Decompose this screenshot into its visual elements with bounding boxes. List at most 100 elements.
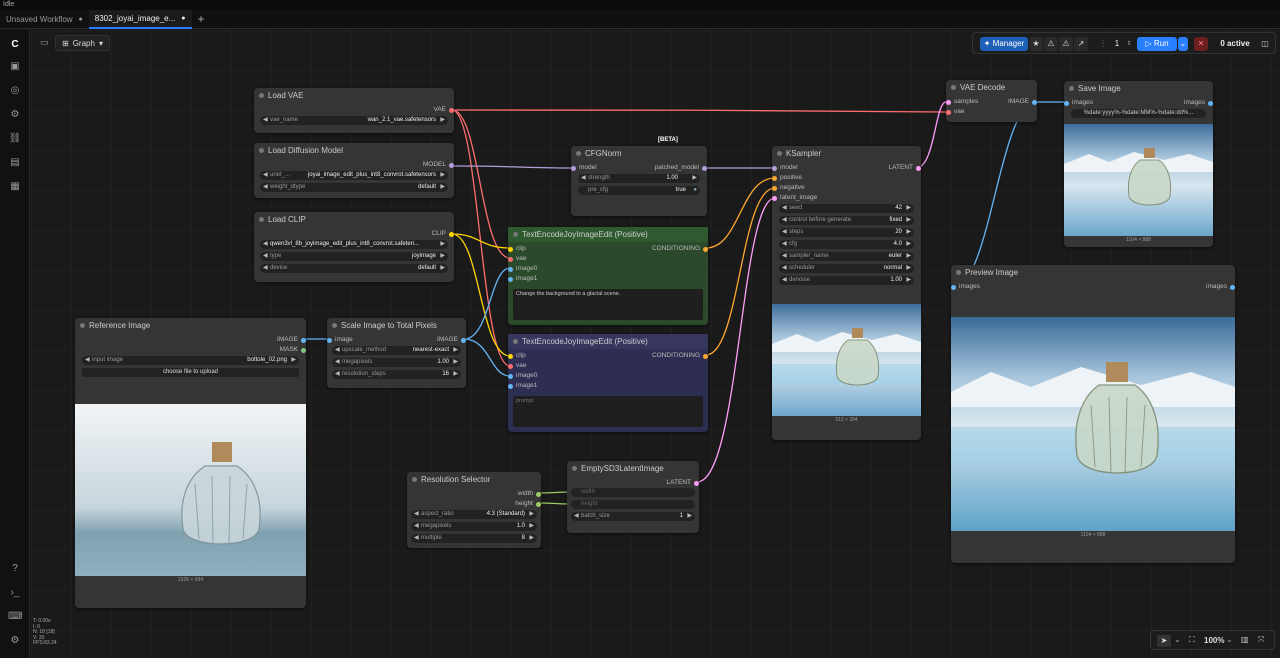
input-image0[interactable]: image0 bbox=[508, 372, 537, 380]
output-image[interactable]: IMAGE bbox=[437, 336, 466, 344]
node-title[interactable]: Preview Image bbox=[951, 265, 1235, 280]
node-text-encode-second[interactable]: TextEncodeJoyImageEdit (Positive) clip v… bbox=[508, 334, 708, 432]
output-latent[interactable]: LATENT bbox=[889, 164, 921, 172]
output-mask[interactable]: MASK bbox=[280, 346, 306, 354]
minimap-icon[interactable]: ▥ bbox=[1241, 635, 1249, 644]
node-title[interactable]: KSampler bbox=[772, 146, 921, 161]
drag-handle-icon[interactable]: ⋮ bbox=[1099, 39, 1107, 48]
panel-toggle-icon[interactable]: ◫ bbox=[1261, 39, 1269, 48]
input-image1[interactable]: image1 bbox=[508, 275, 537, 283]
output-images[interactable]: images bbox=[1184, 99, 1213, 107]
run-button[interactable]: ▷ Run bbox=[1137, 37, 1177, 51]
images-icon[interactable]: ▣ bbox=[10, 61, 20, 72]
unet-name-select[interactable]: ◀unet_...joyai_image_edit_plus_int8_conv… bbox=[260, 171, 448, 180]
input-images[interactable]: images bbox=[951, 283, 980, 291]
height-input[interactable]: height bbox=[571, 500, 695, 509]
clip-name-select[interactable]: ◀qwen3vl_8b_joyimage_edit_plus_int8_conv… bbox=[260, 240, 448, 249]
zoom-level[interactable]: 100% bbox=[1204, 636, 1225, 645]
bug-icon[interactable]: ⚠ bbox=[1044, 37, 1058, 51]
output-latent[interactable]: LATENT bbox=[667, 479, 699, 487]
node-scale-image[interactable]: Scale Image to Total Pixels image IMAGE … bbox=[327, 318, 466, 388]
select-tool-icon[interactable]: ➤ bbox=[1157, 635, 1171, 647]
input-image0[interactable]: image0 bbox=[508, 265, 537, 273]
input-samples[interactable]: samples bbox=[946, 98, 978, 106]
input-positive[interactable]: positive bbox=[772, 174, 802, 182]
node-title[interactable]: TextEncodeJoyImageEdit (Positive) bbox=[508, 334, 708, 349]
input-model[interactable]: model bbox=[571, 164, 597, 172]
tab-unsaved-workflow[interactable]: Unsaved Workflow● bbox=[0, 10, 89, 29]
output-conditioning[interactable]: CONDITIONING bbox=[652, 352, 708, 360]
input-image1[interactable]: image1 bbox=[508, 382, 537, 390]
chevron-down-icon[interactable]: ⌄ bbox=[1174, 635, 1181, 644]
node-preview-image[interactable]: Preview Image images images 1104 × 888 bbox=[951, 265, 1235, 563]
node-title[interactable]: Load VAE bbox=[254, 88, 454, 103]
run-options-icon[interactable]: ⌄ bbox=[1178, 37, 1188, 51]
node-title[interactable]: Scale Image to Total Pixels bbox=[327, 318, 466, 333]
input-vae[interactable]: vae bbox=[508, 255, 526, 263]
output-clip[interactable]: CLIP bbox=[432, 230, 454, 238]
output-images[interactable]: images bbox=[1206, 283, 1235, 291]
fit-view-icon[interactable]: ⛶ bbox=[1189, 635, 1195, 644]
node-load-clip[interactable]: Load CLIP CLIP ◀qwen3vl_8b_joyimage_edit… bbox=[254, 212, 454, 282]
alert-icon[interactable]: ⚠ bbox=[1059, 37, 1073, 51]
input-model[interactable]: model bbox=[772, 164, 798, 172]
toggle-panel-icon[interactable]: ▭ bbox=[40, 37, 49, 47]
node-title[interactable]: Load Diffusion Model bbox=[254, 143, 454, 158]
comfy-logo-icon[interactable]: C bbox=[11, 39, 19, 50]
filename-prefix-input[interactable]: %date:yyyy%-%date:MM%-%date:dd%... bbox=[1071, 109, 1206, 118]
node-ksampler[interactable]: KSampler model positive negative latent_… bbox=[772, 146, 921, 440]
output-width[interactable]: width bbox=[518, 490, 541, 498]
queue-icon[interactable]: ▦ bbox=[10, 181, 20, 192]
active-queue-badge[interactable]: 0 active bbox=[1220, 39, 1250, 48]
output-image[interactable]: IMAGE bbox=[1008, 98, 1037, 106]
node-save-image[interactable]: Save Image images images %date:yyyy%-%da… bbox=[1064, 81, 1213, 247]
output-height[interactable]: height bbox=[515, 500, 541, 508]
input-clip[interactable]: clip bbox=[508, 352, 526, 360]
zoom-chevron-icon[interactable]: ⌄ bbox=[1226, 635, 1233, 644]
output-conditioning[interactable]: CONDITIONING bbox=[652, 245, 708, 253]
input-vae[interactable]: vae bbox=[946, 108, 964, 116]
node-load-diffusion-model[interactable]: Load Diffusion Model MODEL ◀unet_...joya… bbox=[254, 143, 454, 198]
input-images[interactable]: images bbox=[1064, 99, 1093, 107]
node-title[interactable]: VAE Decode bbox=[946, 80, 1037, 95]
node-title[interactable]: Resolution Selector bbox=[407, 472, 541, 487]
cancel-icon[interactable]: ✕ bbox=[1194, 37, 1208, 51]
node-title[interactable]: Load CLIP bbox=[254, 212, 454, 227]
node-title[interactable]: TextEncodeJoyImageEdit (Positive) bbox=[508, 227, 708, 242]
terminal-icon[interactable]: ›_ bbox=[10, 587, 20, 598]
node-title[interactable]: CFGNorm bbox=[571, 146, 707, 161]
second-prompt-textarea[interactable]: prompt bbox=[513, 396, 703, 427]
tab-joyai-workflow[interactable]: 8302_joyai_image_e...● bbox=[88, 9, 192, 29]
node-title[interactable]: Save Image bbox=[1064, 81, 1213, 96]
output-vae[interactable]: VAE bbox=[433, 106, 454, 114]
input-image[interactable]: image bbox=[327, 336, 353, 344]
width-input[interactable]: width bbox=[571, 488, 695, 497]
node-empty-sd3-latent[interactable]: EmptySD3LatentImage LATENT width height … bbox=[567, 461, 699, 533]
nodes-icon[interactable]: ⚙ bbox=[10, 109, 20, 120]
node-vae-decode[interactable]: VAE Decode samples vae IMAGE bbox=[946, 80, 1037, 122]
node-resolution-selector[interactable]: Resolution Selector width height ◀aspect… bbox=[407, 472, 541, 548]
add-tab-button[interactable]: + bbox=[197, 12, 205, 26]
workflows-icon[interactable]: ⛓ bbox=[8, 133, 22, 144]
output-model[interactable]: MODEL bbox=[423, 161, 454, 169]
link-visibility-icon[interactable]: ⤧ bbox=[1258, 635, 1265, 644]
models-icon[interactable]: ◎ bbox=[10, 85, 20, 96]
